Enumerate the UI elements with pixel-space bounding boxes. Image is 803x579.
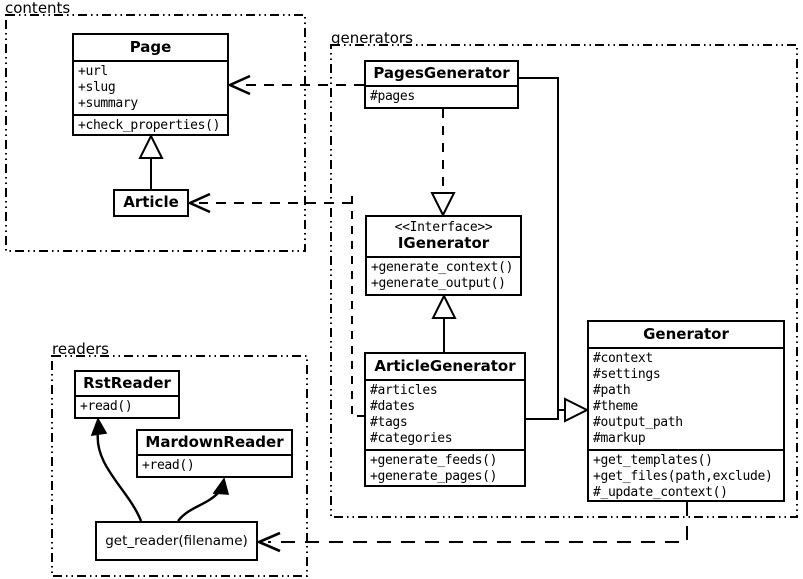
method-row: +get_templates() [593, 453, 713, 469]
class-name-label-igenerator: IGenerator [397, 234, 490, 253]
class-name-pages-generator: PagesGenerator [373, 64, 510, 82]
package-label-generators: generators [331, 29, 413, 47]
class-name-igenerator: <<Interface>> IGenerator [367, 217, 520, 256]
attribute-row: #path [593, 383, 631, 399]
class-methods-page: +check_properties() [74, 114, 227, 136]
class-attributes-page: +url +slug +summary [74, 60, 227, 114]
attribute-row: #dates [370, 399, 415, 415]
class-box-article[interactable]: Article [113, 189, 189, 217]
attribute-row: #settings [593, 367, 661, 383]
inner-routing-line-igenerator [351, 196, 364, 417]
attribute-row: #output_path [593, 415, 683, 431]
class-name-article-generator: ArticleGenerator [374, 357, 516, 375]
class-box-article-generator[interactable]: ArticleGenerator #articles #dates #tags … [364, 352, 526, 487]
attribute-row: #context [593, 351, 653, 367]
class-attributes-generator: #context #settings #path #theme #output_… [589, 347, 783, 449]
method-row: +get_files(path,exclude) [593, 469, 773, 485]
filled-arrowhead-mardownreader [212, 477, 230, 495]
class-stereotype-igenerator: <<Interface>> [394, 220, 493, 235]
hollow-triangle-igenerator-from-pagesgenerator [430, 192, 456, 218]
hollow-triangle-generator [564, 397, 590, 423]
class-attributes-pages-generator: #pages [366, 85, 517, 107]
attribute-row: #theme [593, 399, 638, 415]
edge-getreader-to-rstreader-curve [96, 431, 143, 522]
class-box-generator[interactable]: Generator #context #settings #path #them… [587, 320, 785, 502]
attribute-row: #tags [370, 415, 408, 431]
class-attributes-article-generator: #articles #dates #tags #categories [366, 379, 524, 449]
class-box-page[interactable]: Page +url +slug +summary +check_properti… [72, 33, 229, 136]
class-name-generator: Generator [643, 325, 729, 343]
class-box-rst-reader[interactable]: RstReader +read() [74, 370, 180, 419]
package-label-contents: contents [5, 0, 71, 17]
class-methods-rst-reader: +read() [76, 395, 178, 417]
attribute-row: #pages [370, 89, 415, 105]
edge-getreader-to-mardownreader-curve [177, 491, 220, 522]
method-row: #_update_context() [593, 485, 728, 501]
hollow-triangle-igenerator-from-articlegenerator [431, 293, 457, 319]
attribute-row: #categories [370, 431, 453, 447]
method-row: +read() [142, 458, 195, 474]
open-arrowhead-article [186, 192, 211, 214]
class-methods-article-generator: +generate_feeds() +generate_pages() [366, 449, 524, 487]
attribute-row: #articles [370, 383, 438, 399]
attribute-row: +slug [78, 80, 116, 96]
function-label-get-reader: get_reader(filename) [105, 533, 248, 549]
method-row: +read() [80, 399, 133, 415]
open-arrowhead-page [226, 74, 251, 96]
method-row: +generate_pages() [370, 469, 498, 485]
open-arrowhead-getreader [255, 531, 281, 553]
attribute-row: #markup [593, 431, 646, 447]
class-name-mardown-reader: MardownReader [145, 433, 284, 451]
attribute-row: +summary [78, 96, 138, 112]
class-box-mardown-reader[interactable]: MardownReader +read() [136, 429, 293, 478]
method-row: +check_properties() [78, 118, 221, 134]
hollow-triangle-page [138, 133, 164, 159]
edge-generator-to-getreader-line [268, 502, 688, 543]
class-box-pages-generator[interactable]: PagesGenerator #pages [364, 60, 519, 109]
class-box-igenerator[interactable]: <<Interface>> IGenerator +generate_conte… [365, 215, 522, 296]
function-box-get-reader[interactable]: get_reader(filename) [95, 521, 258, 561]
edge-articlegenerator-to-generator-line [526, 409, 565, 420]
class-name-article: Article [123, 193, 179, 211]
method-row: +generate_context() [371, 260, 514, 276]
package-label-readers: readers [52, 340, 109, 358]
method-row: +generate_output() [371, 276, 506, 292]
filled-arrowhead-rstreader [90, 417, 108, 436]
method-row: +generate_feeds() [370, 453, 498, 469]
class-methods-igenerator: +generate_context() +generate_output() [367, 256, 520, 294]
attribute-row: +url [78, 64, 108, 80]
class-name-page: Page [129, 38, 172, 56]
class-methods-generator: +get_templates() +get_files(path,exclude… [589, 449, 783, 503]
class-name-rst-reader: RstReader [83, 374, 171, 392]
class-methods-mardown-reader: +read() [138, 454, 291, 476]
